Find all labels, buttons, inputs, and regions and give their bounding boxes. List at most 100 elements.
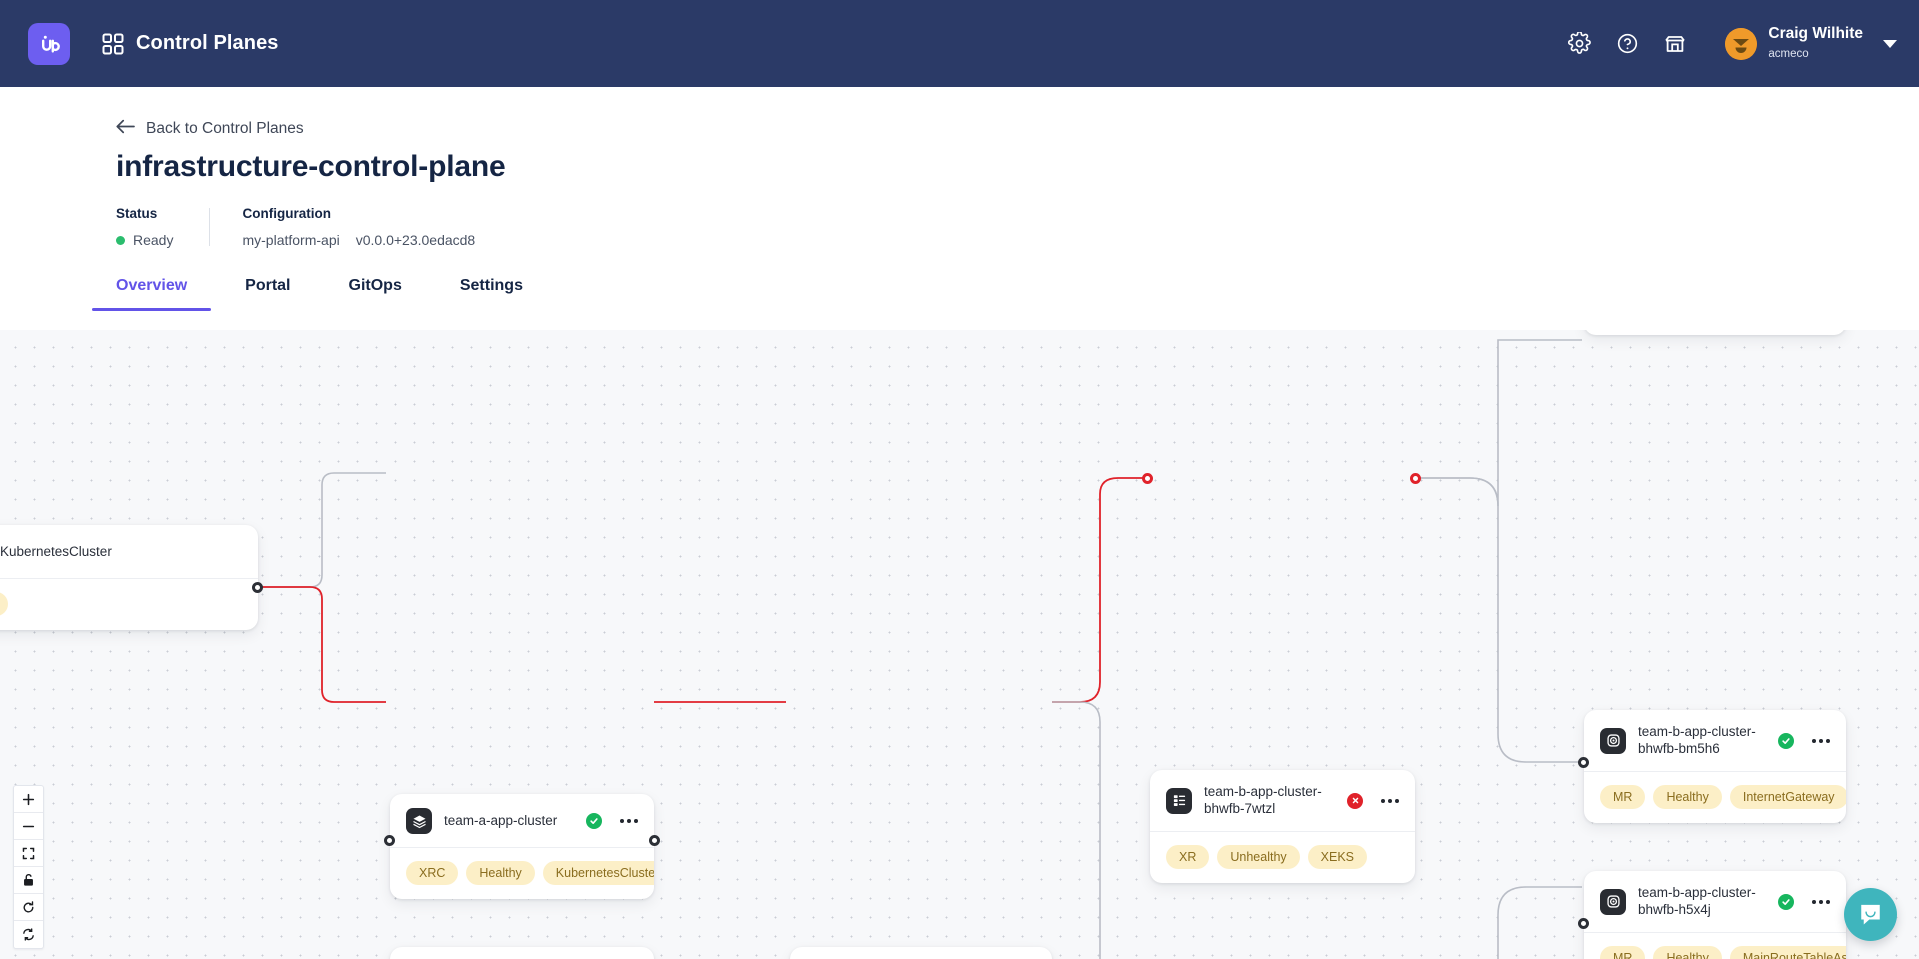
marketplace-icon[interactable] — [1655, 24, 1695, 64]
status-healthy-icon — [1778, 893, 1794, 910]
back-link-label: Back to Control Planes — [146, 120, 304, 137]
status-block: Status Ready — [116, 206, 173, 248]
graph-node[interactable]: team-b-app-cluster-bhwfb-7wtzl XR Unheal… — [1150, 770, 1415, 883]
node-header: K KubernetesCluster — [0, 525, 258, 579]
managed-resource-icon — [1600, 727, 1626, 754]
node-handle[interactable] — [1578, 757, 1589, 768]
node-menu-button[interactable] — [1379, 795, 1401, 807]
node-title: KubernetesCluster — [0, 543, 112, 559]
node-badges: MR Healthy MainRouteTableAssociation — [1584, 933, 1846, 959]
tab-settings[interactable]: Settings — [459, 277, 523, 294]
node-header: team-b-app-cluster — [390, 947, 654, 959]
badge-kind: MR — [1600, 784, 1646, 809]
page-title: infrastructure-control-plane — [116, 150, 506, 183]
page-header: Back to Control Planes infrastructure-co… — [0, 87, 1919, 330]
node-title: team-b-app-cluster-bhwfb-h5x4j — [1638, 885, 1756, 917]
node-badges: XR Unhealthy XEKS — [1150, 832, 1415, 883]
node-handle[interactable] — [384, 835, 395, 846]
zoom-controls — [13, 785, 44, 949]
graph-node[interactable]: team-a-app-cluster XRC Healthy Kubernete… — [390, 794, 654, 899]
node-handle[interactable] — [1142, 473, 1153, 484]
node-handle[interactable] — [252, 582, 263, 593]
node-menu-button[interactable] — [1810, 896, 1832, 908]
status-healthy-icon — [586, 813, 602, 829]
badge-kind: XRC — [406, 861, 459, 885]
fit-view-button[interactable] — [14, 840, 43, 867]
gear-icon[interactable] — [1559, 24, 1599, 64]
configuration-value: my-platform-api v0.0.0+23.0edacd8 — [242, 232, 475, 248]
node-badges — [1584, 330, 1846, 335]
node-header: team-b-app-cluster-bhwfb-7wtzl — [1150, 770, 1415, 832]
badge-type: XEKS — [1307, 844, 1368, 869]
meta-divider — [209, 208, 211, 246]
nav-title: Control Planes — [136, 32, 279, 54]
configuration-name: my-platform-api — [242, 232, 340, 248]
user-name: Craig Wilhite — [1768, 25, 1863, 43]
node-badges: MR Healthy InternetGateway — [1584, 772, 1846, 823]
tab-overview[interactable]: Overview — [91, 277, 212, 311]
node-title: team-a-app-cluster — [444, 812, 558, 828]
up-logo[interactable] — [28, 22, 70, 65]
zoom-in-button[interactable] — [14, 786, 43, 813]
badge-type: MainRouteTableAssociation — [1729, 945, 1846, 959]
help-icon[interactable] — [1607, 24, 1647, 64]
badge-kind: API — [0, 592, 9, 616]
node-menu-button[interactable] — [1810, 735, 1832, 747]
grid-icon — [102, 33, 124, 55]
node-menu-button[interactable] — [618, 815, 640, 827]
status-dot-icon — [116, 235, 125, 245]
tab-gitops[interactable]: GitOps — [348, 277, 402, 294]
node-header: team-a-app-cluster — [390, 794, 654, 848]
lock-icon[interactable] — [14, 867, 43, 894]
chevron-down-icon[interactable] — [1883, 39, 1897, 48]
graph-node[interactable]: K KubernetesCluster API — [0, 525, 258, 630]
badge-health: Healthy — [1653, 945, 1722, 959]
avatar — [1725, 27, 1758, 60]
zoom-out-button[interactable] — [14, 813, 43, 840]
badge-health: Healthy — [466, 861, 535, 885]
managed-resource-icon — [1600, 888, 1626, 915]
composite-resource-icon — [1166, 787, 1192, 814]
sync-icon[interactable] — [14, 921, 43, 948]
graph-node[interactable]: team-b-app-cluster-bhwfb-h5x4j MR Health… — [1584, 871, 1846, 959]
user-org: acmeco — [1768, 47, 1809, 60]
badge-type: InternetGateway — [1729, 784, 1846, 809]
resource-graph-canvas[interactable]: K KubernetesCluster API team-a-app-clust… — [0, 330, 1919, 959]
graph-node[interactable]: team-b-app-cluster XRC Unhealthy Kuberne… — [390, 947, 654, 959]
tab-portal[interactable]: Portal — [245, 277, 291, 294]
status-label: Status — [116, 206, 158, 221]
refresh-icon[interactable] — [14, 894, 43, 921]
node-handle[interactable] — [1578, 918, 1589, 929]
configuration-block: Configuration my-platform-api v0.0.0+23.… — [242, 206, 475, 248]
badge-type: KubernetesCluster — [542, 861, 654, 885]
graph-edges — [258, 339, 1582, 959]
status-healthy-icon — [1778, 732, 1794, 749]
badge-health: Unhealthy — [1217, 844, 1300, 869]
node-handle[interactable] — [649, 835, 660, 846]
badge-kind: MR — [1600, 945, 1646, 959]
back-to-control-planes-link[interactable]: Back to Control Planes — [116, 119, 304, 139]
graph-node[interactable]: team-b-app-cluster-bhwfb-bm5h6 MR Health… — [1584, 710, 1846, 823]
graph-node[interactable] — [1584, 330, 1846, 335]
graph-node[interactable]: team-b-app-cluster-bhwfb XR Unhealthy XK… — [790, 947, 1052, 959]
control-planes-nav-item[interactable]: Control Planes — [102, 32, 279, 55]
badge-health: Healthy — [1653, 784, 1722, 809]
configuration-version: v0.0.0+23.0edacd8 — [355, 232, 476, 248]
node-title: team-b-app-cluster-bhwfb-7wtzl — [1204, 784, 1322, 816]
chat-bubble-icon[interactable] — [1844, 888, 1897, 941]
node-header: team-b-app-cluster-bhwfb-h5x4j — [1584, 871, 1846, 933]
meta-row: Status Ready Configuration my-platform-a… — [116, 206, 1919, 248]
status-unhealthy-icon — [1347, 792, 1363, 809]
status-badge: Ready — [116, 232, 173, 248]
configuration-label: Configuration — [242, 206, 331, 221]
node-handle[interactable] — [1410, 473, 1421, 484]
node-badges: API — [0, 579, 258, 630]
badge-kind: XR — [1166, 844, 1210, 869]
node-title: team-b-app-cluster-bhwfb-bm5h6 — [1638, 724, 1756, 756]
arrow-left-icon — [116, 119, 135, 139]
tab-bar: Overview Portal GitOps Settings — [91, 277, 581, 311]
user-menu[interactable]: Craig Wilhite acmeco — [1725, 25, 1869, 62]
node-header: team-b-app-cluster-bhwfb — [790, 947, 1052, 959]
top-navigation-bar: Control Planes Craig Wilhite — [0, 0, 1919, 87]
node-header: team-b-app-cluster-bhwfb-bm5h6 — [1584, 710, 1846, 772]
